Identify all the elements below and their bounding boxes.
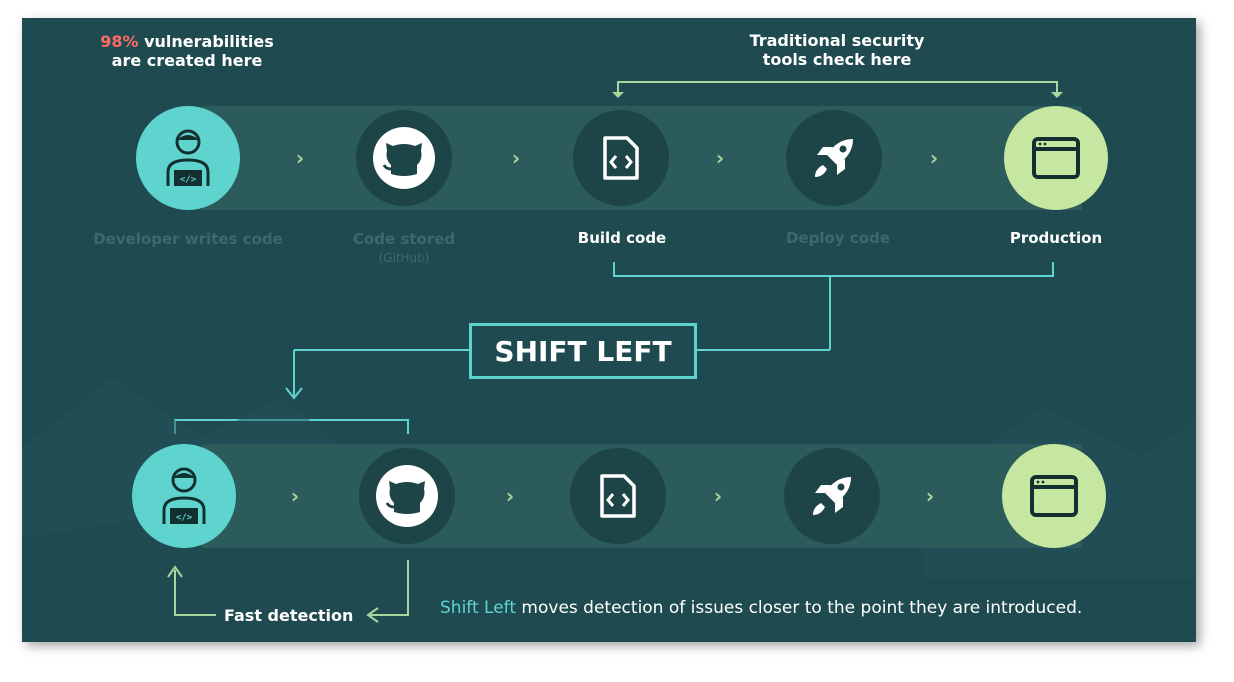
- code-file-icon: [600, 474, 636, 518]
- stage-label: Developer writes code: [93, 230, 283, 248]
- bottom-developer-node: </>: [132, 444, 236, 548]
- caption-text: moves detection of issues closer to the …: [516, 598, 1083, 618]
- bottom-build-node: [570, 448, 666, 544]
- stage-label: Code stored: [352, 230, 456, 248]
- stage-label: Production: [1009, 229, 1103, 247]
- browser-window-icon: [1030, 475, 1078, 517]
- top-production-node: [1004, 106, 1108, 210]
- developer-icon: </>: [162, 467, 206, 524]
- top-build-node: [573, 110, 669, 206]
- svg-text:</>: </>: [176, 513, 193, 523]
- developer-icon: </>: [166, 129, 210, 186]
- bottom-deploy-node: [784, 448, 880, 544]
- chevron-right-icon: ›: [511, 146, 521, 170]
- stage-label: Deploy code: [786, 229, 890, 247]
- chevron-right-icon: ›: [929, 146, 939, 170]
- chevron-right-icon: ›: [715, 146, 725, 170]
- top-developer-node: </>: [136, 106, 240, 210]
- shift-left-box: SHIFT LEFT: [469, 323, 697, 379]
- rocket-icon: [813, 477, 851, 515]
- browser-window-icon: [1032, 137, 1080, 179]
- code-file-icon: [603, 136, 639, 180]
- caption-highlight: Shift Left: [440, 598, 517, 618]
- chevron-right-icon: ›: [295, 146, 305, 170]
- stage-label: Build code: [577, 229, 667, 247]
- fast-detection-label: Fast detection: [224, 606, 354, 625]
- chevron-right-icon: ›: [505, 484, 515, 508]
- chevron-right-icon: ›: [290, 484, 300, 508]
- shift-left-caption: Shift Left moves detection of issues clo…: [440, 598, 1082, 618]
- svg-text:</>: </>: [180, 175, 197, 185]
- github-icon: [373, 127, 435, 189]
- vulnerabilities-note: 98% vulnerabilities are created here: [100, 32, 274, 70]
- rocket-icon: [815, 139, 853, 177]
- chevron-right-icon: ›: [713, 484, 723, 508]
- github-icon: [376, 465, 438, 527]
- top-deploy-node: [786, 110, 882, 206]
- stage-sublabel: (GitHub): [378, 251, 430, 265]
- chevron-right-icon: ›: [925, 484, 935, 508]
- bottom-github-node: [359, 448, 455, 544]
- diagram-panel: 98% vulnerabilities are created here Tra…: [22, 18, 1196, 642]
- bottom-production-node: [1002, 444, 1106, 548]
- top-github-node: [356, 110, 452, 206]
